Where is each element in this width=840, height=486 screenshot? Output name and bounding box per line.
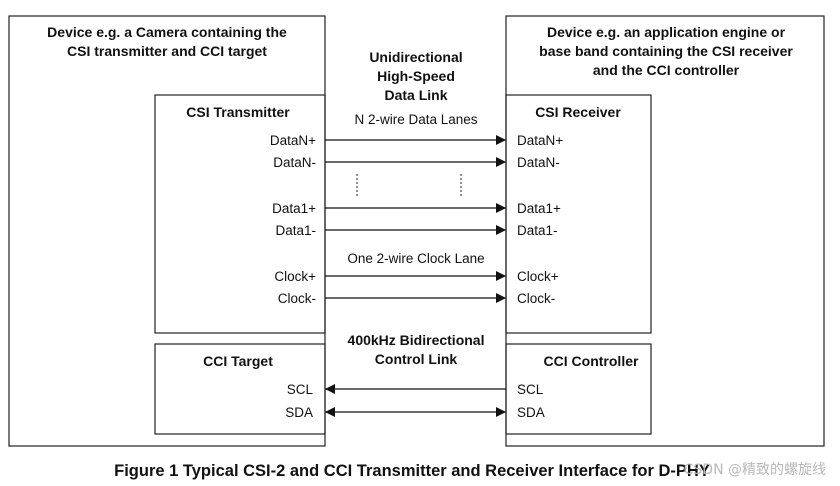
csi-receiver-title: CSI Receiver xyxy=(535,104,621,120)
cci-target-title: CCI Target xyxy=(203,353,273,369)
controller-pin-sda: SDA xyxy=(517,405,545,420)
target-pin-sda: SDA xyxy=(285,405,313,420)
host-device-title-3: and the CCI controller xyxy=(593,62,740,78)
controller-pin-scl: SCL xyxy=(517,382,544,397)
high-speed-label-3: Data Link xyxy=(384,87,447,103)
rx-pin-data1-plus: Data1+ xyxy=(517,201,561,216)
tx-pin-data1-minus: Data1- xyxy=(275,223,316,238)
host-device-title-2: base band containing the CSI receiver xyxy=(539,43,793,59)
figure-caption: Figure 1 Typical CSI-2 and CCI Transmitt… xyxy=(114,462,710,480)
rx-pin-datan-minus: DataN- xyxy=(517,155,560,170)
rx-pin-clock-minus: Clock- xyxy=(517,291,555,306)
camera-device-title-1: Device e.g. a Camera containing the xyxy=(47,24,287,40)
data-lanes-label: N 2-wire Data Lanes xyxy=(354,112,477,127)
cci-controller-title: CCI Controller xyxy=(544,353,639,369)
high-speed-label-2: High-Speed xyxy=(377,68,455,84)
tx-pin-clock-plus: Clock+ xyxy=(274,269,316,284)
tx-pin-datan-plus: DataN+ xyxy=(270,133,316,148)
clock-lane-label: One 2-wire Clock Lane xyxy=(347,251,484,266)
rx-pin-clock-plus: Clock+ xyxy=(517,269,559,284)
rx-pin-datan-plus: DataN+ xyxy=(517,133,563,148)
tx-pin-clock-minus: Clock- xyxy=(278,291,316,306)
host-device-title-1: Device e.g. an application engine or xyxy=(547,24,786,40)
tx-pin-data1-plus: Data1+ xyxy=(272,201,316,216)
target-pin-scl: SCL xyxy=(287,382,314,397)
control-link-label-2: Control Link xyxy=(375,351,458,367)
watermark: CSDN @精致的螺旋线 xyxy=(684,462,826,478)
high-speed-label-1: Unidirectional xyxy=(369,49,462,65)
csi-transmitter-title: CSI Transmitter xyxy=(186,104,290,120)
csi-receiver-box xyxy=(505,94,652,334)
camera-device-title-2: CSI transmitter and CCI target xyxy=(67,43,267,59)
rx-pin-data1-minus: Data1- xyxy=(517,223,558,238)
control-link-label-1: 400kHz Bidirectional xyxy=(348,332,485,348)
csi-transmitter-box xyxy=(154,94,326,334)
tx-pin-datan-minus: DataN- xyxy=(273,155,316,170)
